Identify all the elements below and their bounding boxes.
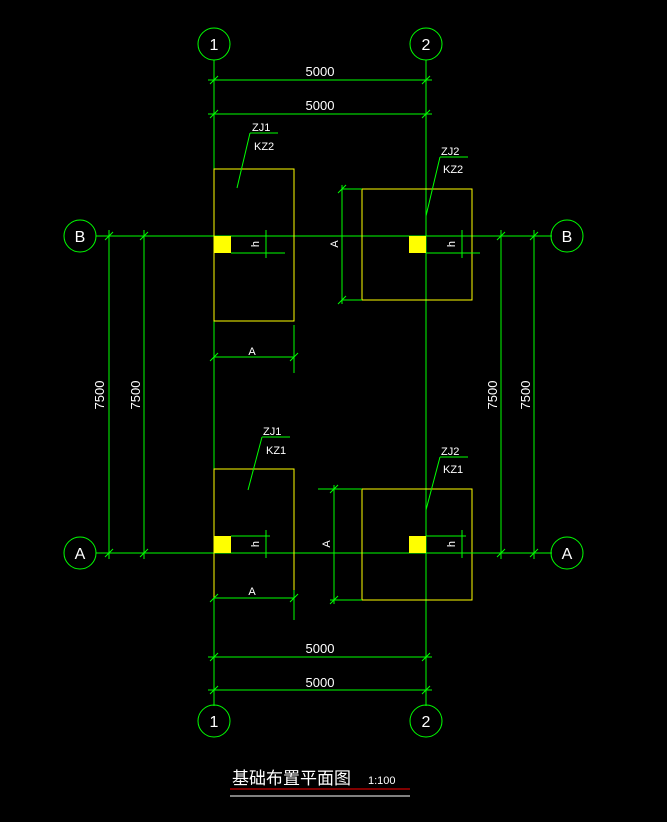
- column-block: [214, 536, 231, 553]
- width-label: A: [248, 586, 256, 598]
- axis-bubble-1-top: 1: [197, 27, 231, 61]
- dim-left-inner: 7500: [128, 381, 143, 410]
- axis-label: B: [75, 229, 86, 246]
- dim-bottom-outer: 5000: [306, 675, 335, 690]
- axis-bubble-b-left: B: [63, 219, 97, 253]
- overall-dimensions: [104, 75, 539, 695]
- footing-tag: ZJ1: [252, 122, 270, 134]
- axis-bubble-a-left: A: [63, 536, 97, 570]
- height-label: h: [250, 541, 262, 547]
- height-label: h: [446, 541, 458, 547]
- height-label: h: [250, 241, 262, 247]
- footing-tag: ZJ2: [441, 146, 459, 158]
- height-label: h: [446, 241, 458, 247]
- column-block: [214, 236, 231, 253]
- dim-top-inner: 5000: [306, 98, 335, 113]
- axis-label: B: [562, 229, 573, 246]
- footing-tag: ZJ2: [441, 446, 459, 458]
- footing-outline: [361, 488, 473, 601]
- axis-label: 1: [210, 37, 219, 54]
- dim-right-outer: 7500: [518, 381, 533, 410]
- footing-zj2-kz1: h A ZJ2 KZ1: [318, 446, 480, 605]
- axis-bubble-1-bottom: 1: [197, 704, 231, 738]
- width-label: A: [248, 346, 256, 358]
- dim-left-outer: 7500: [92, 381, 107, 410]
- overall-dimension-labels: 5000 5000 5000 5000 7500 7500 7500 7500: [92, 64, 533, 690]
- drawing-title-block: 基础布置平面图 1:100: [230, 769, 410, 797]
- column-block: [409, 536, 426, 553]
- column-tag: KZ2: [443, 164, 463, 176]
- width-label: A: [321, 540, 333, 548]
- footing-zj1-kz2: h A ZJ1 KZ2: [209, 122, 299, 373]
- footing-zj2-kz2: h A ZJ2 KZ2: [329, 146, 480, 305]
- axis-label: 2: [422, 714, 431, 731]
- axis-label: A: [562, 546, 573, 563]
- footing-tag: ZJ1: [263, 426, 281, 438]
- footing-zj1-kz1: h A ZJ1 KZ1: [209, 426, 299, 620]
- axis-bubbles: 1 2 1 2 B B A A: [63, 27, 584, 738]
- axis-bubble-b-right: B: [550, 219, 584, 253]
- dim-top-outer: 5000: [306, 64, 335, 79]
- axis-label: A: [75, 546, 86, 563]
- drawing-scale: 1:100: [368, 775, 396, 787]
- column-tag: KZ1: [266, 445, 286, 457]
- drawing-title: 基础布置平面图: [232, 769, 351, 789]
- column-tag: KZ1: [443, 464, 463, 476]
- footing-outline: [361, 188, 473, 301]
- column-tag: KZ2: [254, 141, 274, 153]
- axis-label: 2: [422, 37, 431, 54]
- dim-right-inner: 7500: [485, 381, 500, 410]
- column-block: [409, 236, 426, 253]
- axis-bubble-a-right: A: [550, 536, 584, 570]
- axis-bubble-2-top: 2: [409, 27, 443, 61]
- axis-bubble-2-bottom: 2: [409, 704, 443, 738]
- dim-bottom-inner: 5000: [306, 641, 335, 656]
- axis-label: 1: [210, 714, 219, 731]
- width-label: A: [329, 240, 341, 248]
